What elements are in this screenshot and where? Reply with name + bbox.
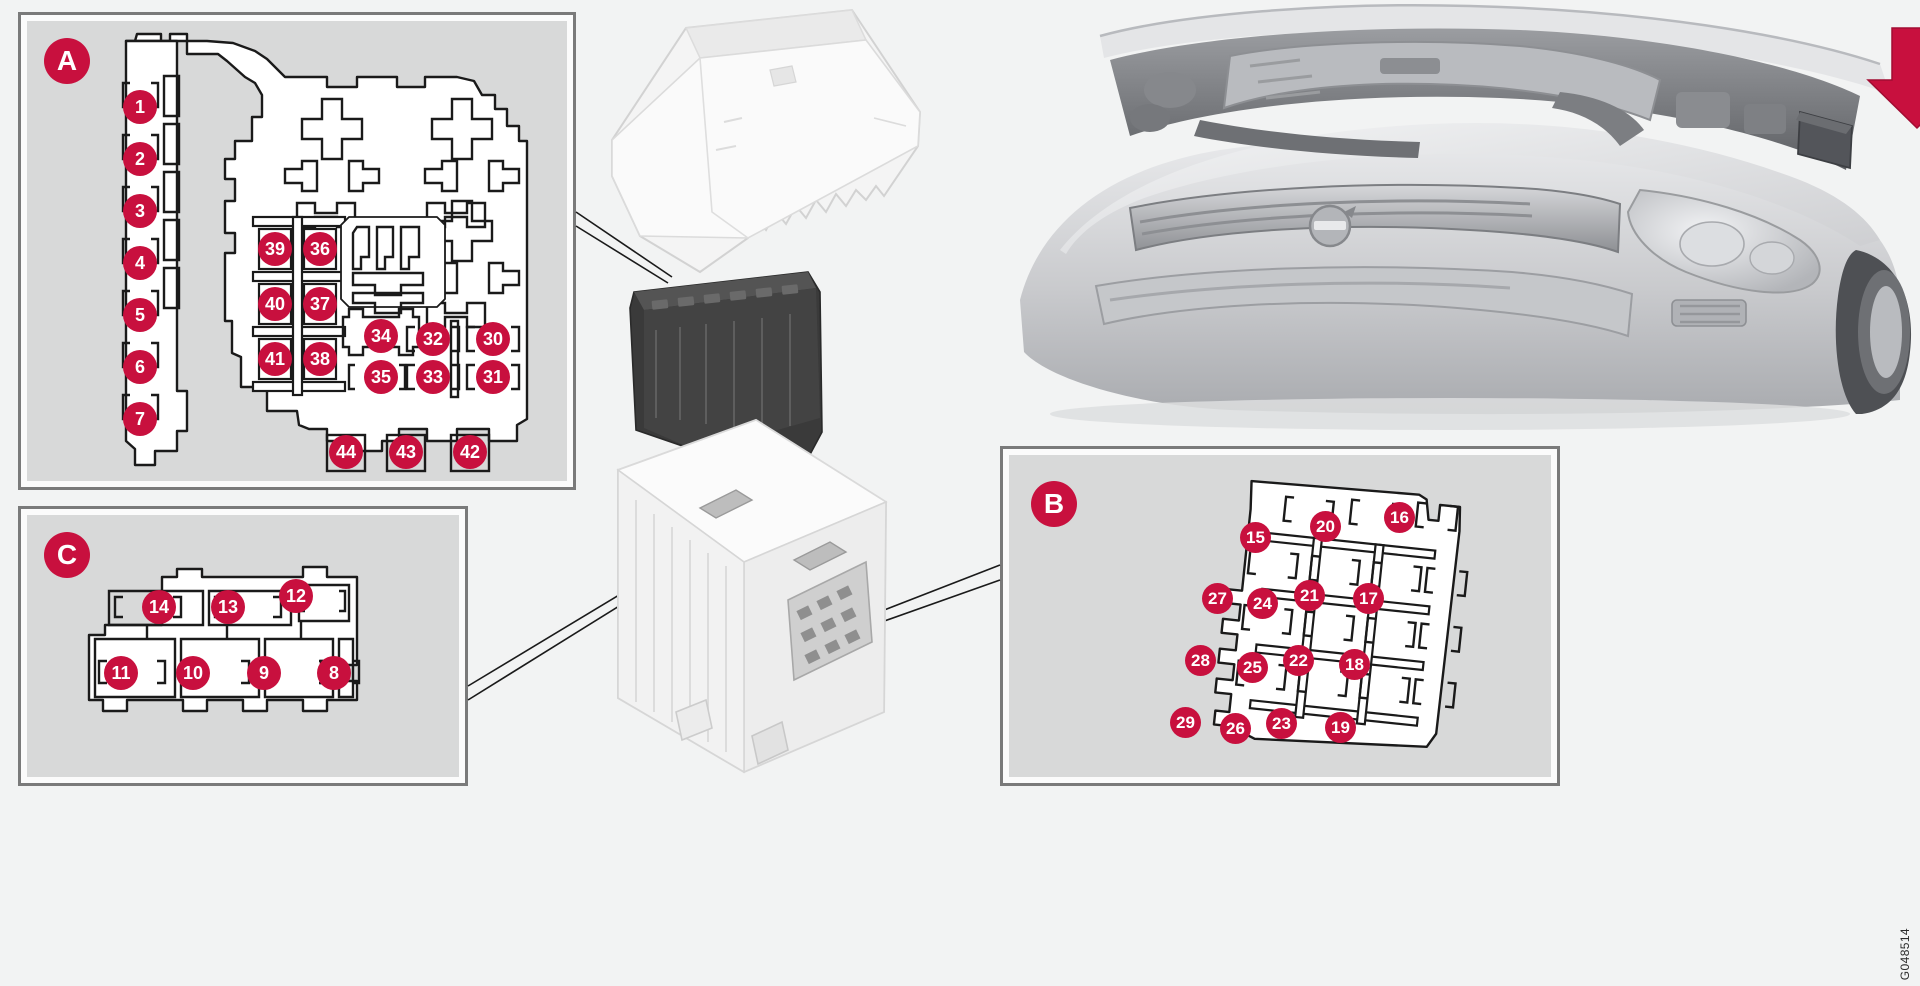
fuse-bubble-1[interactable]: 1 <box>123 90 157 124</box>
panel-a: A <box>18 12 576 490</box>
fuse-bubble-10[interactable]: 10 <box>176 656 210 690</box>
fuse-bubble-4[interactable]: 4 <box>123 246 157 280</box>
panel-c: C <box>18 506 468 786</box>
fuse-bubble-33[interactable]: 33 <box>416 360 450 394</box>
fuse-bubble-26[interactable]: 26 <box>1220 713 1251 744</box>
panel-b-inner: B <box>1009 455 1551 777</box>
fuse-bubble-27[interactable]: 27 <box>1202 583 1233 614</box>
fuse-bubble-20[interactable]: 20 <box>1310 511 1341 542</box>
panel-b: B <box>1000 446 1560 786</box>
fuse-bubble-22[interactable]: 22 <box>1283 645 1314 676</box>
fuse-bubble-36[interactable]: 36 <box>303 232 337 266</box>
location-arrow <box>1866 27 1920 130</box>
fuse-bubble-34[interactable]: 34 <box>364 319 398 353</box>
fuse-bubble-5[interactable]: 5 <box>123 298 157 332</box>
fuse-bubble-39[interactable]: 39 <box>258 232 292 266</box>
fuse-bubble-24[interactable]: 24 <box>1247 588 1278 619</box>
fuse-bubble-35[interactable]: 35 <box>364 360 398 394</box>
fuse-bubble-17[interactable]: 17 <box>1353 583 1384 614</box>
fuse-bubble-16[interactable]: 16 <box>1384 502 1415 533</box>
fuse-bubble-23[interactable]: 23 <box>1266 708 1297 739</box>
fuse-bubble-11[interactable]: 11 <box>104 656 138 690</box>
fuse-bubble-19[interactable]: 19 <box>1325 712 1356 743</box>
fuse-bubble-42[interactable]: 42 <box>453 435 487 469</box>
fuse-bubble-15[interactable]: 15 <box>1240 522 1271 553</box>
fuse-bubble-8[interactable]: 8 <box>317 656 351 690</box>
fuse-bubble-44[interactable]: 44 <box>329 435 363 469</box>
panel-b-letter-badge: B <box>1031 481 1077 527</box>
fuse-bubble-43[interactable]: 43 <box>389 435 423 469</box>
fuse-bubble-37[interactable]: 37 <box>303 287 337 321</box>
fuse-bubble-21[interactable]: 21 <box>1294 580 1325 611</box>
fuse-bubble-28[interactable]: 28 <box>1185 645 1216 676</box>
fuse-bubble-12[interactable]: 12 <box>279 579 313 613</box>
fuse-bubble-14[interactable]: 14 <box>142 590 176 624</box>
fuse-bubble-18[interactable]: 18 <box>1339 649 1370 680</box>
panel-a-inner: A <box>27 21 567 481</box>
fuse-box-cover <box>611 8 922 274</box>
leader-line-panel-a <box>575 211 673 284</box>
fuse-box-housing <box>616 418 888 774</box>
fuse-bubble-6[interactable]: 6 <box>123 350 157 384</box>
panel-c-letter-badge: C <box>44 532 90 578</box>
fuse-bubble-30[interactable]: 30 <box>476 322 510 356</box>
fuse-bubble-31[interactable]: 31 <box>476 360 510 394</box>
fuse-bubble-7[interactable]: 7 <box>123 402 157 436</box>
fuse-bubble-13[interactable]: 13 <box>211 590 245 624</box>
fuse-bubble-25[interactable]: 25 <box>1237 652 1268 683</box>
fuse-bubble-40[interactable]: 40 <box>258 287 292 321</box>
reference-code: G048514 <box>1898 927 1912 980</box>
fuse-bubble-2[interactable]: 2 <box>123 142 157 176</box>
fuse-bubble-32[interactable]: 32 <box>416 322 450 356</box>
panel-c-inner: C <box>27 515 459 777</box>
fuse-bubble-3[interactable]: 3 <box>123 194 157 228</box>
fuse-bubble-38[interactable]: 38 <box>303 342 337 376</box>
fuse-bubble-41[interactable]: 41 <box>258 342 292 376</box>
volvo-engine-bay-photo <box>1000 0 1920 430</box>
panel-a-letter-badge: A <box>44 38 90 84</box>
fuse-bubble-29[interactable]: 29 <box>1170 707 1201 738</box>
fuse-bubble-9[interactable]: 9 <box>247 656 281 690</box>
